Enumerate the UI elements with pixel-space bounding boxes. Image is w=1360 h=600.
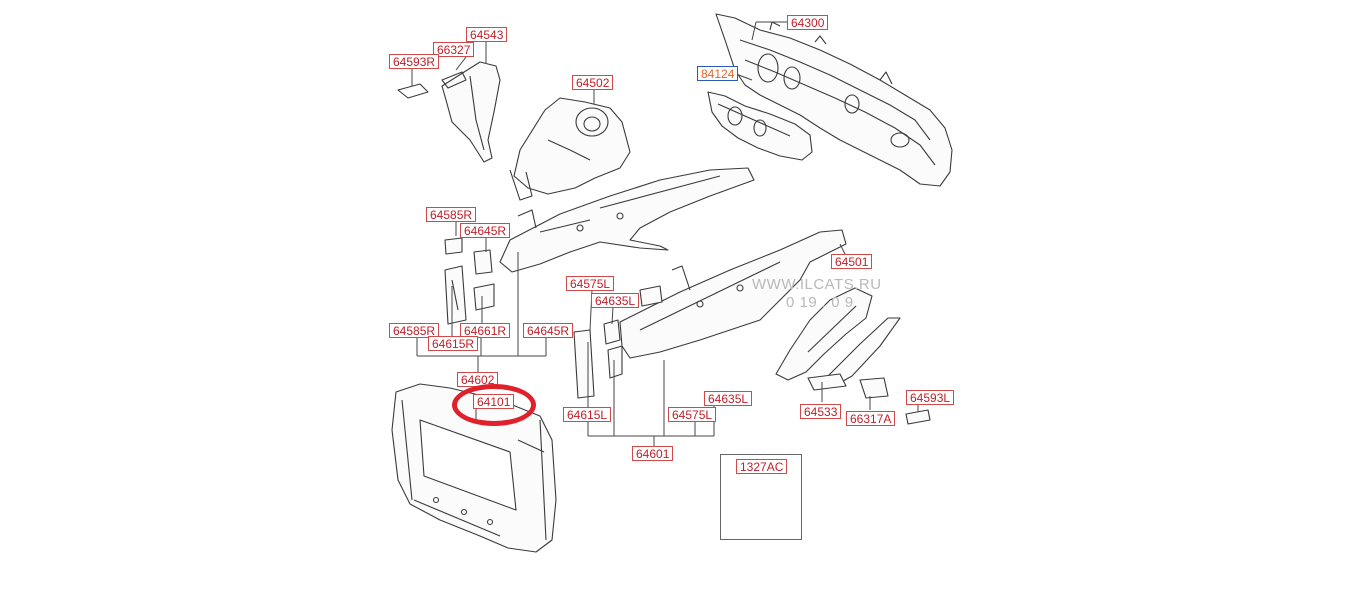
upper-member-right-part [397,61,501,163]
part-label-64585R-top[interactable]: 64585R [426,207,477,222]
dash-panel-part [715,13,953,187]
small-brackets-left-part [573,285,663,399]
clips-left-part [807,373,931,425]
part-label-84124[interactable]: 84124 [697,66,739,81]
front-side-member-right-part [499,167,755,273]
part-label-64593L[interactable]: 64593L [906,390,955,405]
watermark-line-1: WWW.ILCATS.RU [752,276,882,293]
dash-insulator-part [707,91,813,161]
part-label-64501[interactable]: 64501 [831,254,873,269]
part-label-64502[interactable]: 64502 [572,75,614,90]
part-label-64585R-bottom[interactable]: 64585R [389,323,440,338]
part-label-64645R-top[interactable]: 64645R [460,223,511,238]
part-label-64635L-bottom[interactable]: 64635L [704,391,753,406]
part-label-64543[interactable]: 64543 [466,27,508,42]
part-label-64575L-top[interactable]: 64575L [566,276,615,291]
part-label-64575L-bottom[interactable]: 64575L [668,407,717,422]
part-label-64593R[interactable]: 64593R [389,54,440,69]
part-label-64615R[interactable]: 64615R [428,336,479,351]
part-label-64533[interactable]: 64533 [800,404,842,419]
part-label-64615L[interactable]: 64615L [563,407,612,422]
watermark-line-2: 0 19 . 0 9 [786,294,854,311]
part-label-64661R[interactable]: 64661R [460,323,511,338]
highlight-circle [452,384,536,426]
part-label-1327AC[interactable]: 1327AC [736,459,788,474]
part-label-66317A[interactable]: 66317A [846,411,896,426]
part-label-64601[interactable]: 64601 [632,446,674,461]
front-side-member-left-part [619,229,847,359]
part-label-66327[interactable]: 66327 [433,42,475,57]
fender-apron-right-part [509,97,631,201]
radiator-support-part [391,383,557,553]
small-brackets-right-part [444,237,495,325]
part-label-64645R-bottom[interactable]: 64645R [523,323,574,338]
part-label-64635L-top[interactable]: 64635L [591,293,640,308]
part-label-64300[interactable]: 64300 [787,15,829,30]
